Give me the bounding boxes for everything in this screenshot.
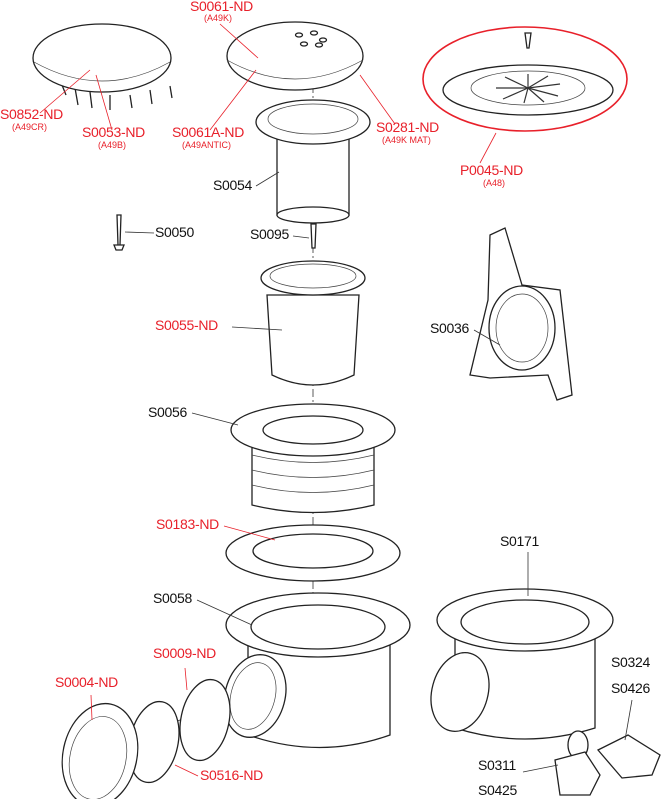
label-s0095: S0095 [250, 226, 289, 242]
drain-body-s0171 [430, 588, 614, 760]
ref-a49cr: (A49CR) [12, 122, 48, 132]
cover-with-holes [226, 21, 364, 91]
ref-a49k-mat: (A49K MAT) [382, 135, 431, 145]
label-s0055-nd: S0055-ND [155, 317, 218, 333]
screw-s0050 [113, 214, 125, 251]
cover-plain [32, 23, 173, 110]
union-nut-s0004 [61, 702, 139, 799]
label-s0036: S0036 [430, 320, 469, 336]
label-s0004-nd: S0004-ND [55, 674, 118, 690]
seal-ring-s0009 [179, 678, 231, 762]
label-s0426: S0426 [611, 680, 650, 696]
screw-s0095 [310, 223, 317, 249]
flange-s0056 [230, 403, 396, 514]
label-s0171: S0171 [500, 533, 539, 549]
label-s0425: S0425 [478, 782, 517, 798]
label-s0050: S0050 [155, 224, 194, 240]
label-s0009-nd: S0009-ND [153, 645, 216, 661]
label-s0058: S0058 [153, 590, 192, 606]
strainer-s0054 [255, 99, 371, 224]
label-s0054: S0054 [213, 177, 252, 193]
wrench-tool-s0036 [469, 227, 573, 401]
label-s0324: S0324 [611, 654, 650, 670]
ref-a49k: (A49K) [204, 13, 233, 23]
ref-a48: (A48) [483, 178, 506, 188]
label-s0852-nd: S0852-ND [0, 106, 63, 122]
drain-body-s0058 [223, 592, 411, 749]
hose-fitting-s0324 [596, 734, 661, 779]
ref-a49b: (A49B) [98, 140, 127, 150]
ref-a49antic: (A49ANTIC) [182, 140, 232, 150]
label-s0053-nd: S0053-ND [82, 124, 145, 140]
label-s0061a-nd: S0061A-ND [172, 124, 245, 140]
label-s0281-nd: S0281-ND [376, 119, 439, 135]
label-s0516-nd: S0516-ND [200, 767, 263, 783]
label-p0045-nd: P0045-ND [460, 162, 523, 178]
gasket-s0183 [225, 524, 401, 582]
bucket-s0055 [260, 260, 366, 386]
elbow-fitting-s0311 [554, 751, 601, 796]
label-s0061-nd: S0061-ND [190, 0, 253, 14]
grate-p0045 [422, 26, 628, 132]
label-s0183-nd: S0183-ND [156, 516, 219, 532]
label-s0311: S0311 [478, 757, 516, 773]
label-s0056: S0056 [148, 404, 187, 420]
leader-lines [39, 23, 633, 777]
